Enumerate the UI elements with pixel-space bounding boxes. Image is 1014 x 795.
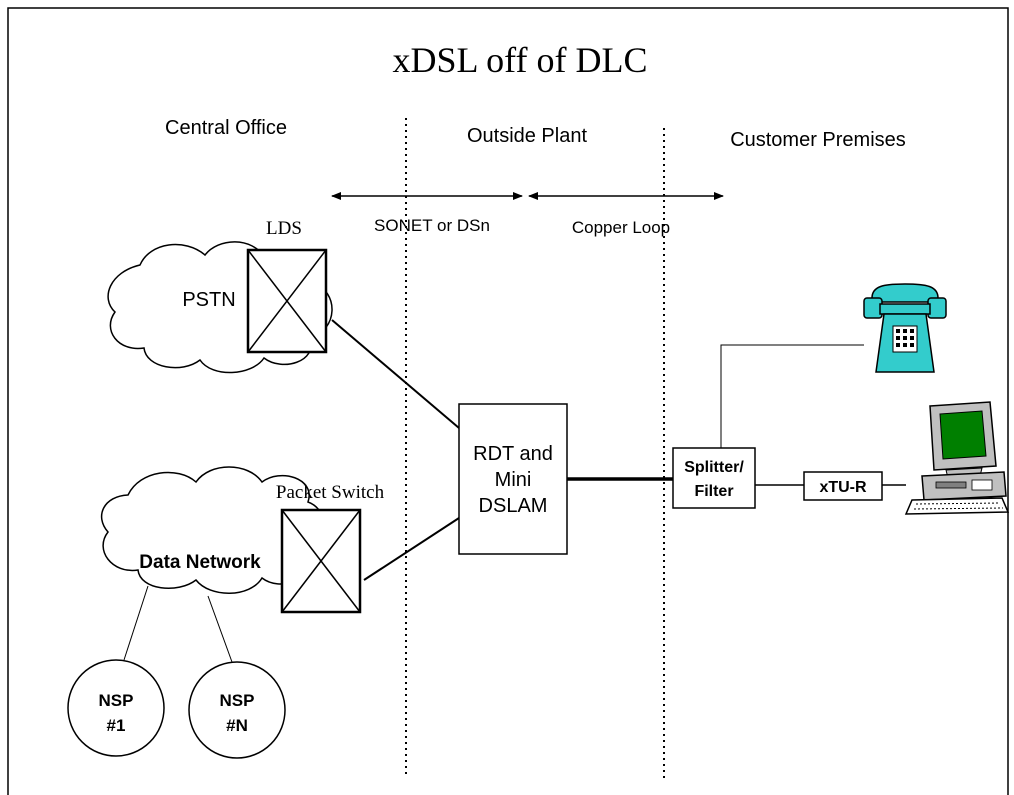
- link-data-network-nsp-1: [123, 585, 149, 661]
- rdt-mini-dslam-box: [458, 403, 568, 555]
- lds-switch-icon: [246, 248, 328, 354]
- zone-label-customer-premises: Customer Premises: [730, 129, 906, 151]
- splitter-label-line1: Splitter/: [684, 459, 744, 476]
- packet-switch-label: Packet Switch: [276, 482, 385, 503]
- rdt-label-line2: Mini: [495, 469, 532, 491]
- packet-switch-icon: [280, 508, 362, 614]
- link-splitter-phone: [720, 344, 864, 448]
- sonet-span-label: SONET or DSn: [374, 216, 490, 235]
- nsp-1-label-line1: NSP: [99, 691, 134, 710]
- link-data-network-nsp-n: [207, 595, 233, 663]
- data-network-label: Data Network: [139, 552, 261, 573]
- zone-label-outside-plant: Outside Plant: [467, 125, 588, 147]
- rdt-label-line3: DSLAM: [479, 495, 548, 517]
- link-packet-switch-rdt: [363, 517, 460, 581]
- zone-label-central-office: Central Office: [165, 117, 287, 139]
- telephone-icon: [863, 283, 947, 373]
- xtur-box: [803, 471, 883, 501]
- lds-label: LDS: [266, 218, 302, 239]
- nsp-n-label-line2: #N: [226, 716, 248, 735]
- copper-span-label: Copper Loop: [572, 218, 670, 237]
- xtur-label: xTU-R: [819, 479, 867, 496]
- frame-border: [7, 7, 1009, 795]
- diagram-title: xDSL off of DLC: [393, 40, 648, 80]
- nsp-1-node: [67, 659, 165, 757]
- splitter-label-line2: Filter: [694, 483, 733, 500]
- pstn-label: PSTN: [182, 289, 235, 311]
- splitter-filter-box: [672, 447, 756, 509]
- rdt-label-line1: RDT and: [473, 443, 553, 465]
- computer-icon: [904, 401, 1010, 515]
- link-lds-rdt: [331, 319, 460, 429]
- nsp-n-node: [188, 661, 286, 759]
- nsp-n-label-line1: NSP: [220, 691, 255, 710]
- nsp-1-label-line2: #1: [107, 716, 126, 735]
